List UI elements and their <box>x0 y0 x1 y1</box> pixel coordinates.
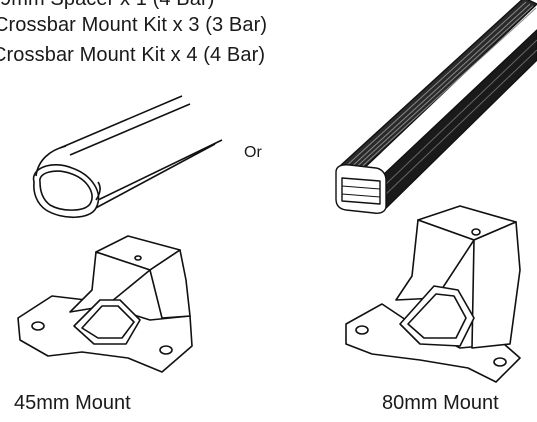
parts-line-spacer: 9mm Spacer x 1 (4 Bar) <box>0 0 215 11</box>
caption-80mm-mount: 80mm Mount <box>382 392 499 414</box>
parts-line-mount-kit-4: Crossbar Mount Kit x 4 (4 Bar) <box>0 44 266 66</box>
parts-line-mount-kit-3: Crossbar Mount Kit x 3 (3 Bar) <box>0 14 268 36</box>
or-label: Or <box>244 144 262 161</box>
caption-45mm-mount: 45mm Mount <box>14 392 131 414</box>
